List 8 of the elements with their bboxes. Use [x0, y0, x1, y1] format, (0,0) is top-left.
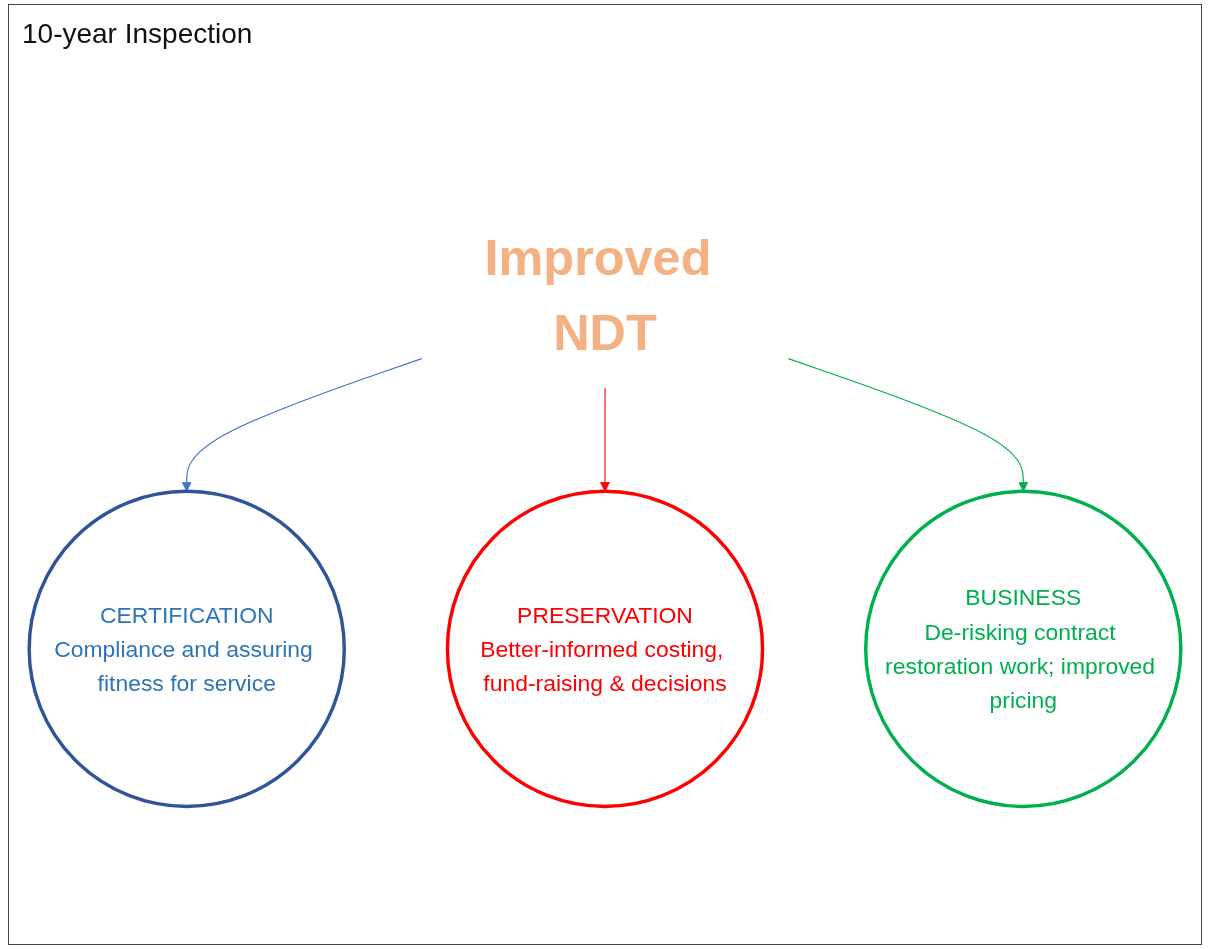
- arrow: [181, 358, 423, 492]
- arrow: [787, 358, 1029, 492]
- node-text: Improved NDT: [484, 228, 712, 361]
- title: 10-year Inspection: [22, 18, 253, 50]
- node-circle: PRESERVATION Better-informed costing, fund-raising & decisions: [445, 489, 765, 809]
- node-circle: BUSINESS De-risking contract restoration work; improved pricing: [864, 489, 1183, 809]
- arrow: [599, 387, 611, 492]
- node-circle: CERTIFICATION Compliance and assuring fitness for service: [27, 489, 347, 809]
